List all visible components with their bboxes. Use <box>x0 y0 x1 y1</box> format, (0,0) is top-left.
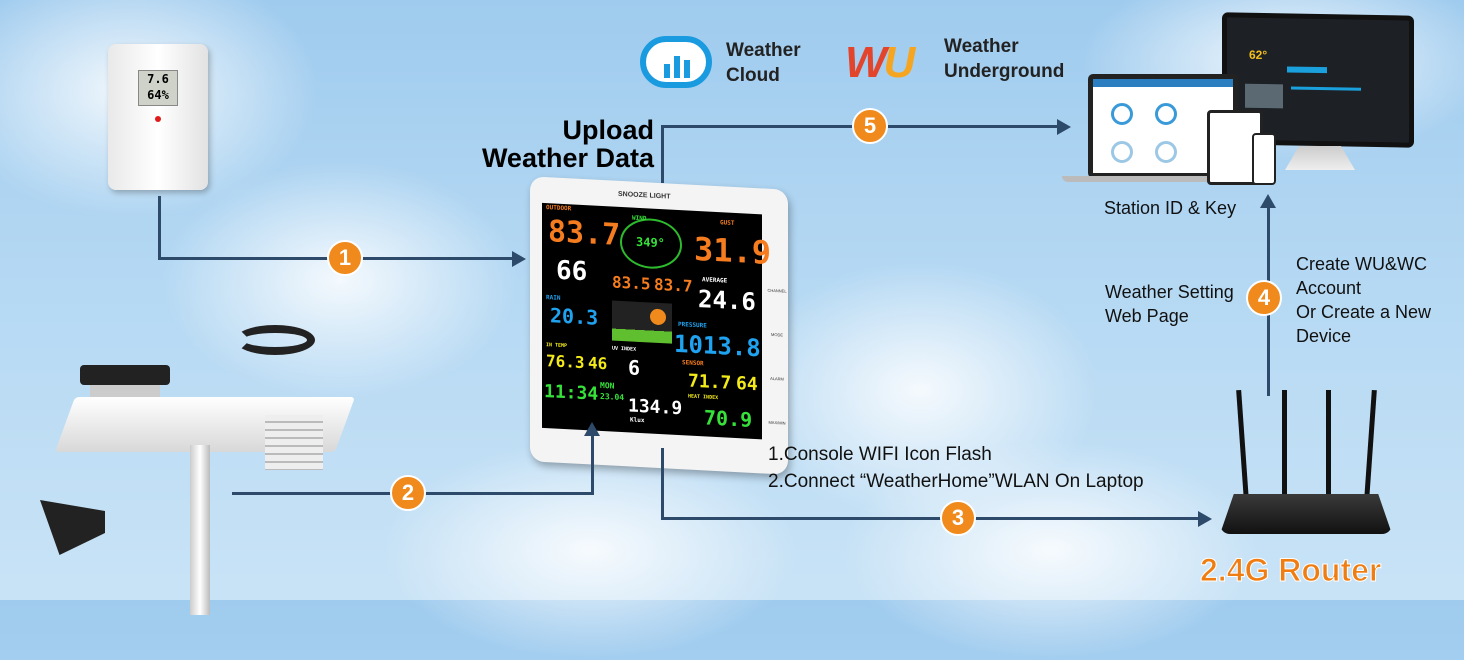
weather-setting-label: Weather Setting Web Page <box>1105 282 1234 326</box>
in-temp-label: IN TEMP <box>546 342 568 350</box>
arrow-up-icon <box>1260 194 1276 208</box>
sensor-lcd: 7.6 64% <box>138 70 178 106</box>
arrow-right-icon <box>1198 511 1212 527</box>
sunlight-value: 134.9 <box>628 395 683 420</box>
console-display: OUTDOOR 83.7 66 WIND 349° GUST 31.9 83.5… <box>542 202 771 440</box>
feels-like: 83.7 <box>654 274 693 296</box>
wu-logo-icon: WU <box>845 38 915 87</box>
wifi-instructions: 1.Console WIFI Icon Flash 2.Connect “Wea… <box>768 444 1144 492</box>
pressure-label: PRESSURE <box>678 320 707 330</box>
sunlight-unit: Klux <box>630 416 645 425</box>
led-indicator <box>155 116 161 122</box>
cloud <box>160 160 520 400</box>
laptop-base <box>1062 176 1262 182</box>
day: MON <box>600 380 615 391</box>
weather-console: SNOOZE LIGHT OUTDOOR 83.7 66 WIND 349° G… <box>530 176 788 475</box>
sensor-temp: 71.7 <box>688 370 732 394</box>
sensor-humidity: 64% <box>147 88 169 102</box>
arrow-right-icon <box>1057 119 1071 135</box>
in-humidity: 46 <box>588 353 608 374</box>
weather-station-outdoor-unit <box>30 315 356 615</box>
upload-weather-data-title: Upload Weather Data <box>481 115 654 173</box>
forecast-icon <box>612 300 672 344</box>
rain-value: 20.3 <box>550 303 599 330</box>
station-id-label: Station ID & Key <box>1104 198 1237 218</box>
mode-button[interactable]: MODE <box>771 331 783 338</box>
arrow-up-icon <box>584 422 600 436</box>
uv-label: UV INDEX <box>612 345 637 353</box>
create-account-label: Create WU&WC Account Or Create a New Dev… <box>1296 254 1432 346</box>
step-5-badge: 5 <box>852 108 888 144</box>
pressure-value: 1013.8 <box>674 329 761 363</box>
cloud-bars-icon <box>640 36 712 88</box>
weather-underground-logo: WU Weather Underground <box>845 36 1065 87</box>
step-3-badge: 3 <box>940 500 976 536</box>
sensor-label: SENSOR <box>682 359 704 368</box>
step-4-badge: 4 <box>1246 280 1282 316</box>
thermo-hygrometer-sensor: 7.6 64% <box>108 44 208 190</box>
step-2-badge: 2 <box>390 475 426 511</box>
clock-time: 11:34 <box>544 380 599 405</box>
outdoor-temp: 83.7 <box>548 214 621 253</box>
sensor-temp: 7.6 <box>147 72 169 86</box>
step-1-badge: 1 <box>327 240 363 276</box>
uv-value: 6 <box>628 355 641 381</box>
heat-index-label: HEAT INDEX <box>688 393 719 402</box>
in-temp: 76.3 <box>546 351 585 373</box>
max-min-button[interactable]: MAX/MIN <box>768 419 786 426</box>
date: 23.04 <box>600 391 625 403</box>
arrow-right-icon <box>512 251 526 267</box>
rain-label: RAIN <box>546 294 561 302</box>
outdoor-humidity: 66 <box>556 255 588 288</box>
alarm-button[interactable]: ALARM <box>770 375 784 382</box>
sensor-humidity: 64 <box>736 373 758 396</box>
weather-cloud-logo: Weather Cloud <box>640 34 810 94</box>
router-label: 2.4G Router <box>1199 552 1382 589</box>
heat-index: 70.9 <box>704 405 753 432</box>
outdoor-label: OUTDOOR <box>546 204 572 213</box>
dew-point: 83.5 <box>612 272 651 294</box>
router <box>1220 389 1392 540</box>
average-label: AVERAGE <box>702 276 728 285</box>
gust-label: GUST <box>720 219 735 227</box>
channel-button[interactable]: CHANNEL <box>767 287 787 294</box>
smartphone <box>1252 133 1276 185</box>
snooze-light-label: SNOOZE LIGHT <box>618 190 671 201</box>
wind-label: WIND <box>632 214 647 223</box>
average-wind: 24.6 <box>698 285 756 317</box>
cloud <box>380 440 800 660</box>
gust-value: 31.9 <box>694 229 772 272</box>
wind-direction: 349° <box>636 234 665 251</box>
